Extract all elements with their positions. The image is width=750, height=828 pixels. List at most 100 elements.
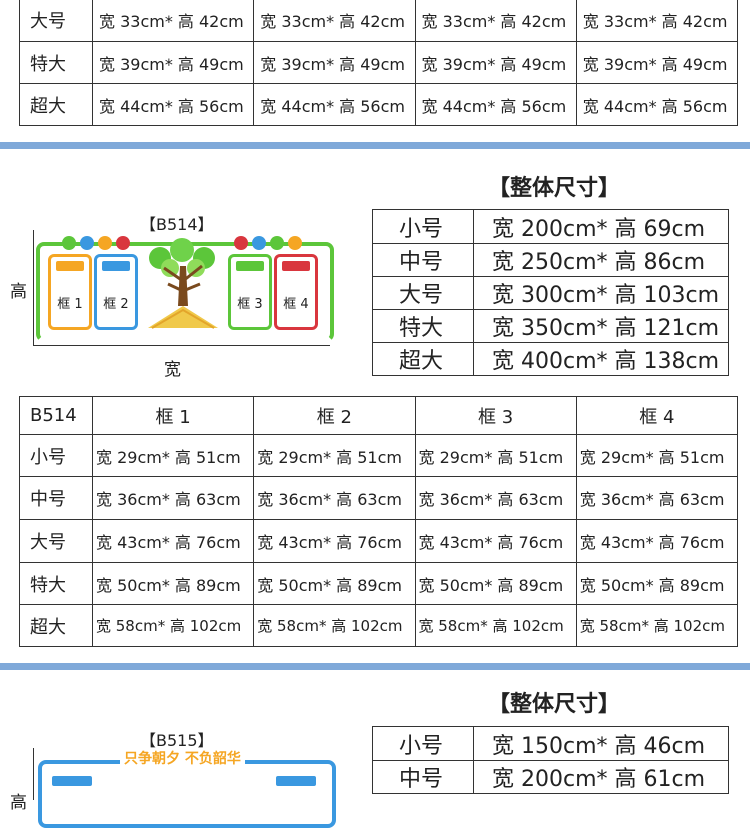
size-label: 超大 [19,83,93,126]
section-divider [0,142,750,149]
table-row: 特大 宽 50cm* 高 89cm 宽 50cm* 高 89cm 宽 50cm*… [19,562,739,605]
table-cell: 宽 43cm* 高 76cm [253,519,416,563]
slogan-dot [234,236,248,250]
frame-2-label: 框 2 [103,297,129,312]
product-code-label: 【B515】 [140,731,214,750]
table-cell: 宽 33cm* 高 42cm [414,0,577,42]
table-cell: 宽 43cm* 高 76cm [91,519,255,563]
table-cell: 宽 50cm* 高 89cm [253,562,416,605]
frame-tab [236,261,264,271]
dimension-value: 宽 150cm* 高 46cm [473,726,729,761]
frame-1: 框 1 [48,254,92,330]
slogan-dot [116,236,130,250]
table-row: 特大 宽 350cm* 高 121cm [372,309,729,343]
table-header-row: B514 框 1 框 2 框 3 框 4 [19,396,739,435]
frame-size-table: B514 框 1 框 2 框 3 框 4 小号 宽 29cm* 高 51cm 宽… [19,396,739,647]
height-axis-line [33,748,34,800]
frame-1-label: 框 1 [57,297,83,312]
table-cell: 宽 44cm* 高 56cm [575,83,739,126]
table-cell: 宽 50cm* 高 89cm [91,562,255,605]
frame-tab [282,261,310,271]
slogan-dot [270,236,284,250]
slogan-dot [80,236,94,250]
height-axis-label: 高 [10,282,27,302]
table-cell: 宽 58cm* 高 102cm [253,604,416,647]
table-cell: 宽 44cm* 高 56cm [253,83,416,126]
dimension-value: 宽 200cm* 高 69cm [473,209,729,244]
column-header: 框 3 [414,396,577,435]
dimension-value: 宽 300cm* 高 103cm [473,276,729,310]
size-label: 大号 [19,519,93,563]
section-divider [0,663,750,670]
column-header: 框 4 [575,396,739,435]
size-label: 中号 [372,243,474,277]
size-label: 大号 [372,276,474,310]
size-label: 大号 [19,0,93,42]
column-header: B514 [19,396,93,435]
slogan-dot [288,236,302,250]
frame-3-label: 框 3 [237,297,263,312]
slogan-text: 只争朝夕 不负韶华 [120,748,245,768]
table-cell: 宽 39cm* 高 49cm [253,41,416,84]
frame-3: 框 3 [228,254,272,330]
product-illustration: 高 宽 框 1 框 2 框 3 框 4 [0,230,340,380]
size-label: 特大 [372,309,474,343]
table-row: 大号 宽 33cm* 高 42cm 宽 33cm* 高 42cm 宽 33cm*… [19,0,739,42]
board-tab [276,776,316,786]
overall-size-table: 小号 宽 200cm* 高 69cm 中号 宽 250cm* 高 86cm 大号… [372,209,729,376]
table-row: 小号 宽 29cm* 高 51cm 宽 29cm* 高 51cm 宽 29cm*… [19,434,739,477]
slogan-dot [62,236,76,250]
table-cell: 宽 39cm* 高 49cm [575,41,739,84]
table-cell: 宽 33cm* 高 42cm [575,0,739,42]
table-row: 小号 宽 150cm* 高 46cm [372,726,729,761]
board-outline [38,760,336,828]
overall-size-title: 【整体尺寸】 [488,176,621,201]
column-header: 框 2 [253,396,416,435]
size-label: 小号 [19,434,93,477]
tree-graphic [148,238,218,329]
table-row: 小号 宽 200cm* 高 69cm [372,209,729,244]
table-cell: 宽 29cm* 高 51cm [253,434,416,477]
frame-4-label: 框 4 [283,297,309,312]
table-row: 超大 宽 58cm* 高 102cm 宽 58cm* 高 102cm 宽 58c… [19,604,739,647]
table-cell: 宽 29cm* 高 51cm [414,434,577,477]
overall-size-title: 【整体尺寸】 [488,692,621,717]
table-row: 大号 宽 300cm* 高 103cm [372,276,729,310]
table-row: 超大 宽 400cm* 高 138cm [372,342,729,376]
size-label: 小号 [372,209,474,244]
table-cell: 宽 50cm* 高 89cm [414,562,577,605]
table-cell: 宽 58cm* 高 102cm [414,604,577,647]
table-row: 中号 宽 250cm* 高 86cm [372,243,729,277]
product-code-label: 【B514】 [140,215,214,234]
size-label: 中号 [372,760,474,794]
board-tab [52,776,92,786]
frame-tab [56,261,84,271]
table-cell: 宽 44cm* 高 56cm [91,83,255,126]
slogan-dot [252,236,266,250]
table-cell: 宽 43cm* 高 76cm [575,519,739,563]
overall-size-table: 小号 宽 150cm* 高 46cm 中号 宽 200cm* 高 61cm [372,726,729,794]
table-row: 特大 宽 39cm* 高 49cm 宽 39cm* 高 49cm 宽 39cm*… [19,41,739,84]
frame-4: 框 4 [274,254,318,330]
table-cell: 宽 39cm* 高 49cm [91,41,255,84]
column-header: 框 1 [91,396,255,435]
frame-2: 框 2 [94,254,138,330]
size-label: 特大 [19,41,93,84]
dimension-value: 宽 400cm* 高 138cm [473,342,729,376]
dimension-value: 宽 200cm* 高 61cm [473,760,729,794]
size-label: 中号 [19,476,93,520]
size-label: 小号 [372,726,474,761]
table-cell: 宽 29cm* 高 51cm [575,434,739,477]
table-cell: 宽 33cm* 高 42cm [253,0,416,42]
height-axis-line [33,230,34,346]
table-row: 超大 宽 44cm* 高 56cm 宽 44cm* 高 56cm 宽 44cm*… [19,83,739,126]
table-cell: 宽 44cm* 高 56cm [414,83,577,126]
height-axis-label: 高 [10,793,27,813]
slogan-dot [98,236,112,250]
table-row: 中号 宽 200cm* 高 61cm [372,760,729,794]
table-cell: 宽 43cm* 高 76cm [414,519,577,563]
size-label: 特大 [19,562,93,605]
table-cell: 宽 36cm* 高 63cm [91,476,255,520]
width-axis-label: 宽 [164,360,181,380]
table-cell: 宽 39cm* 高 49cm [414,41,577,84]
